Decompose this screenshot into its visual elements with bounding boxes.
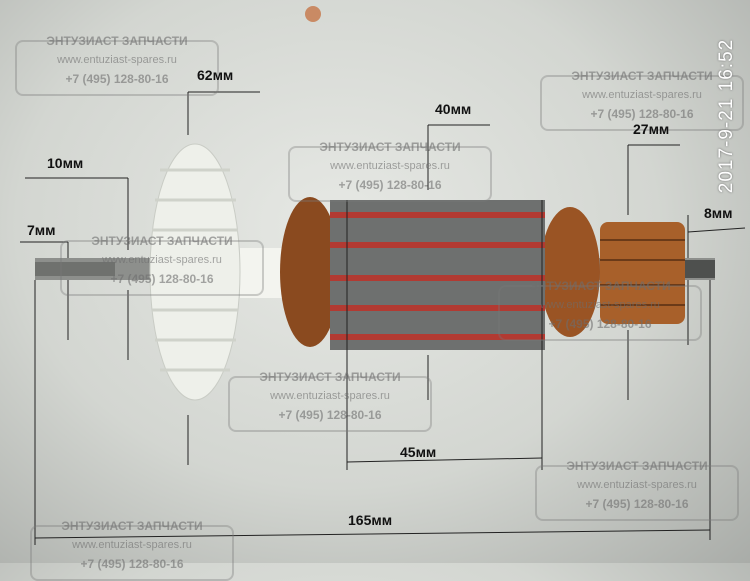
watermark: ЭНТУЗИАСТ ЗАПЧАСТИ www.entuziast-spares.r…	[288, 140, 492, 202]
watermark-phone: +7 (495) 128-80-16	[590, 107, 694, 121]
watermark-phone: +7 (495) 128-80-16	[278, 408, 382, 422]
dim-commutator: 27мм	[633, 121, 670, 137]
watermark-url: www.entuziast-spares.ru	[72, 539, 192, 551]
dim-shaft-10: 10мм	[47, 155, 84, 171]
bearing-seat	[685, 260, 715, 278]
dim-total-length: 165мм	[348, 512, 393, 528]
watermark-phone: +7 (495) 128-80-16	[110, 272, 214, 286]
watermark: ЭНТУЗИАСТ ЗАПЧАСТИ www.entuziast-spares.r…	[535, 459, 739, 521]
watermark-url: www.entuziast-spares.ru	[57, 54, 177, 66]
dim-stack-diameter: 40мм	[435, 101, 472, 117]
watermark-name: ЭНТУЗИАСТ ЗАПЧАСТИ	[259, 370, 401, 384]
watermark-name: ЭНТУЗИАСТ ЗАПЧАСТИ	[529, 279, 671, 293]
watermark-url: www.entuziast-spares.ru	[540, 299, 660, 311]
dimension-lines	[20, 91, 746, 545]
watermark: ЭНТУЗИАСТ ЗАПЧАСТИ www.entuziast-spares.r…	[15, 34, 219, 96]
watermark: ЭНТУЗИАСТ ЗАПЧАСТИ www.entuziast-spares.r…	[30, 519, 234, 581]
watermark: ЭНТУЗИАСТ ЗАПЧАСТИ www.entuziast-spares.r…	[498, 279, 702, 341]
watermark-phone: +7 (495) 128-80-16	[548, 317, 652, 331]
dim-fan-diameter: 62мм	[197, 67, 234, 83]
watermark-phone: +7 (495) 128-80-16	[585, 497, 689, 511]
winding-left	[280, 197, 340, 347]
watermark-name: ЭНТУЗИАСТ ЗАПЧАСТИ	[319, 140, 461, 154]
watermark-name: ЭНТУЗИАСТ ЗАПЧАСТИ	[91, 234, 233, 248]
watermark-url: www.entuziast-spares.ru	[330, 160, 450, 172]
watermark-phone: +7 (495) 128-80-16	[338, 178, 442, 192]
dim-stack-length: 45мм	[400, 444, 437, 460]
fan	[149, 143, 241, 401]
dim-shaft-left: 7мм	[27, 222, 56, 238]
dim-shaft-right: 8мм	[704, 205, 733, 221]
pin-mark	[305, 6, 321, 22]
watermark-url: www.entuziast-spares.ru	[270, 390, 390, 402]
watermark: ЭНТУЗИАСТ ЗАПЧАСТИ www.entuziast-spares.r…	[540, 69, 744, 131]
watermark-url: www.entuziast-spares.ru	[577, 479, 697, 491]
winding-right	[540, 207, 600, 337]
watermark-name: ЭНТУЗИАСТ ЗАПЧАСТИ	[61, 519, 203, 533]
watermark-name: ЭНТУЗИАСТ ЗАПЧАСТИ	[571, 69, 713, 83]
commutator-bars	[600, 239, 685, 306]
watermark-phone: +7 (495) 128-80-16	[80, 557, 184, 571]
photo-timestamp: 2017-9-21 16:52	[716, 38, 738, 194]
armature-photo	[20, 6, 746, 545]
fan-blades	[152, 168, 238, 372]
watermark: ЭНТУЗИАСТ ЗАПЧАСТИ www.entuziast-spares.r…	[60, 234, 264, 296]
watermark: ЭНТУЗИАСТ ЗАПЧАСТИ www.entuziast-spares.r…	[228, 370, 432, 432]
commutator	[600, 222, 685, 324]
watermark-name: ЭНТУЗИАСТ ЗАПЧАСТИ	[566, 459, 708, 473]
watermark-url: www.entuziast-spares.ru	[582, 89, 702, 101]
watermark-url: www.entuziast-spares.ru	[102, 254, 222, 266]
watermark-name: ЭНТУЗИАСТ ЗАПЧАСТИ	[46, 34, 188, 48]
stack-slots	[330, 212, 545, 340]
shaft-thread	[35, 262, 115, 276]
watermark-phone: +7 (495) 128-80-16	[65, 72, 169, 86]
